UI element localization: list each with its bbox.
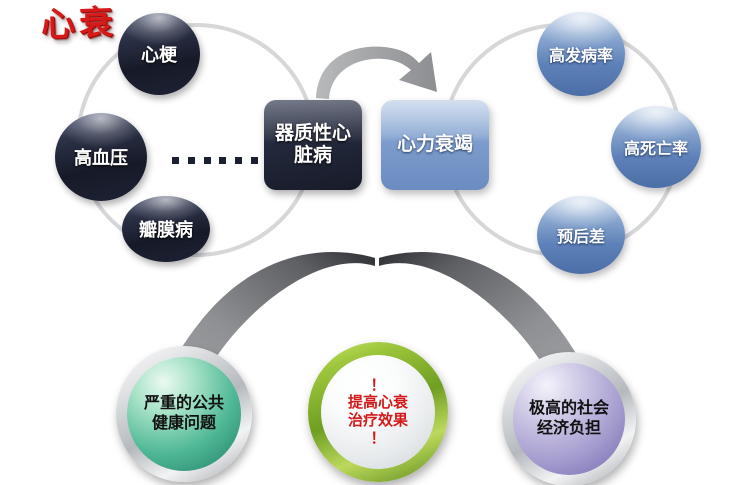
dot [235,156,243,164]
node-high-incidence[interactable]: 高发病率 [537,12,625,96]
node-valvular-disease-label: 瓣膜病 [139,220,193,240]
heart-failure-logo: 心衰 [39,1,119,46]
outcome-socioeconomic-burden-face: 极高的社会 经济负担 [513,363,625,475]
dot [172,156,179,164]
outcome-public-health-problem[interactable]: 严重的公共 健康问题 [116,346,252,482]
dot [187,156,195,164]
node-hypertension-label: 高血压 [74,148,128,168]
node-poor-prognosis[interactable]: 预后差 [537,196,625,274]
node-hypertension[interactable]: 高血压 [55,113,147,201]
outcome-improve-treatment-face: ！ 提高心衰 治疗效果 ！ [321,355,435,469]
node-high-mortality[interactable]: 高死亡率 [611,106,701,188]
node-myocardial-infarction[interactable]: 心梗 [118,13,200,95]
outcome-improve-treatment[interactable]: ！ 提高心衰 治疗效果 ！ [308,342,448,482]
outcome-public-health-problem-label: 严重的公共 健康问题 [143,395,224,432]
node-high-incidence-label: 高发病率 [548,48,613,65]
box-organic-heart-disease[interactable]: 器质性心 脏病 [264,100,362,190]
outcome-public-health-problem-face: 严重的公共 健康问题 [127,357,241,471]
outcome-improve-treatment-label: ！ 提高心衰 治疗效果 ！ [347,376,408,447]
box-organic-heart-disease-label: 器质性心 脏病 [274,122,351,166]
node-myocardial-infarction-label: 心梗 [141,45,177,65]
curved-arrow-right-icon [316,46,437,99]
node-poor-prognosis-label: 预后差 [556,229,605,246]
node-valvular-disease[interactable]: 瓣膜病 [122,196,210,262]
box-heart-failure-label: 心力衰竭 [396,133,473,155]
dot [219,156,227,164]
dot [203,156,211,164]
outcome-socioeconomic-burden[interactable]: 极高的社会 经济负担 [502,352,636,485]
outcome-socioeconomic-burden-label: 极高的社会 经济负担 [528,400,609,437]
box-heart-failure[interactable]: 心力衰竭 [381,100,489,190]
ellipsis-dots [172,156,258,164]
dot [250,156,258,164]
node-high-mortality-label: 高死亡率 [623,141,688,158]
